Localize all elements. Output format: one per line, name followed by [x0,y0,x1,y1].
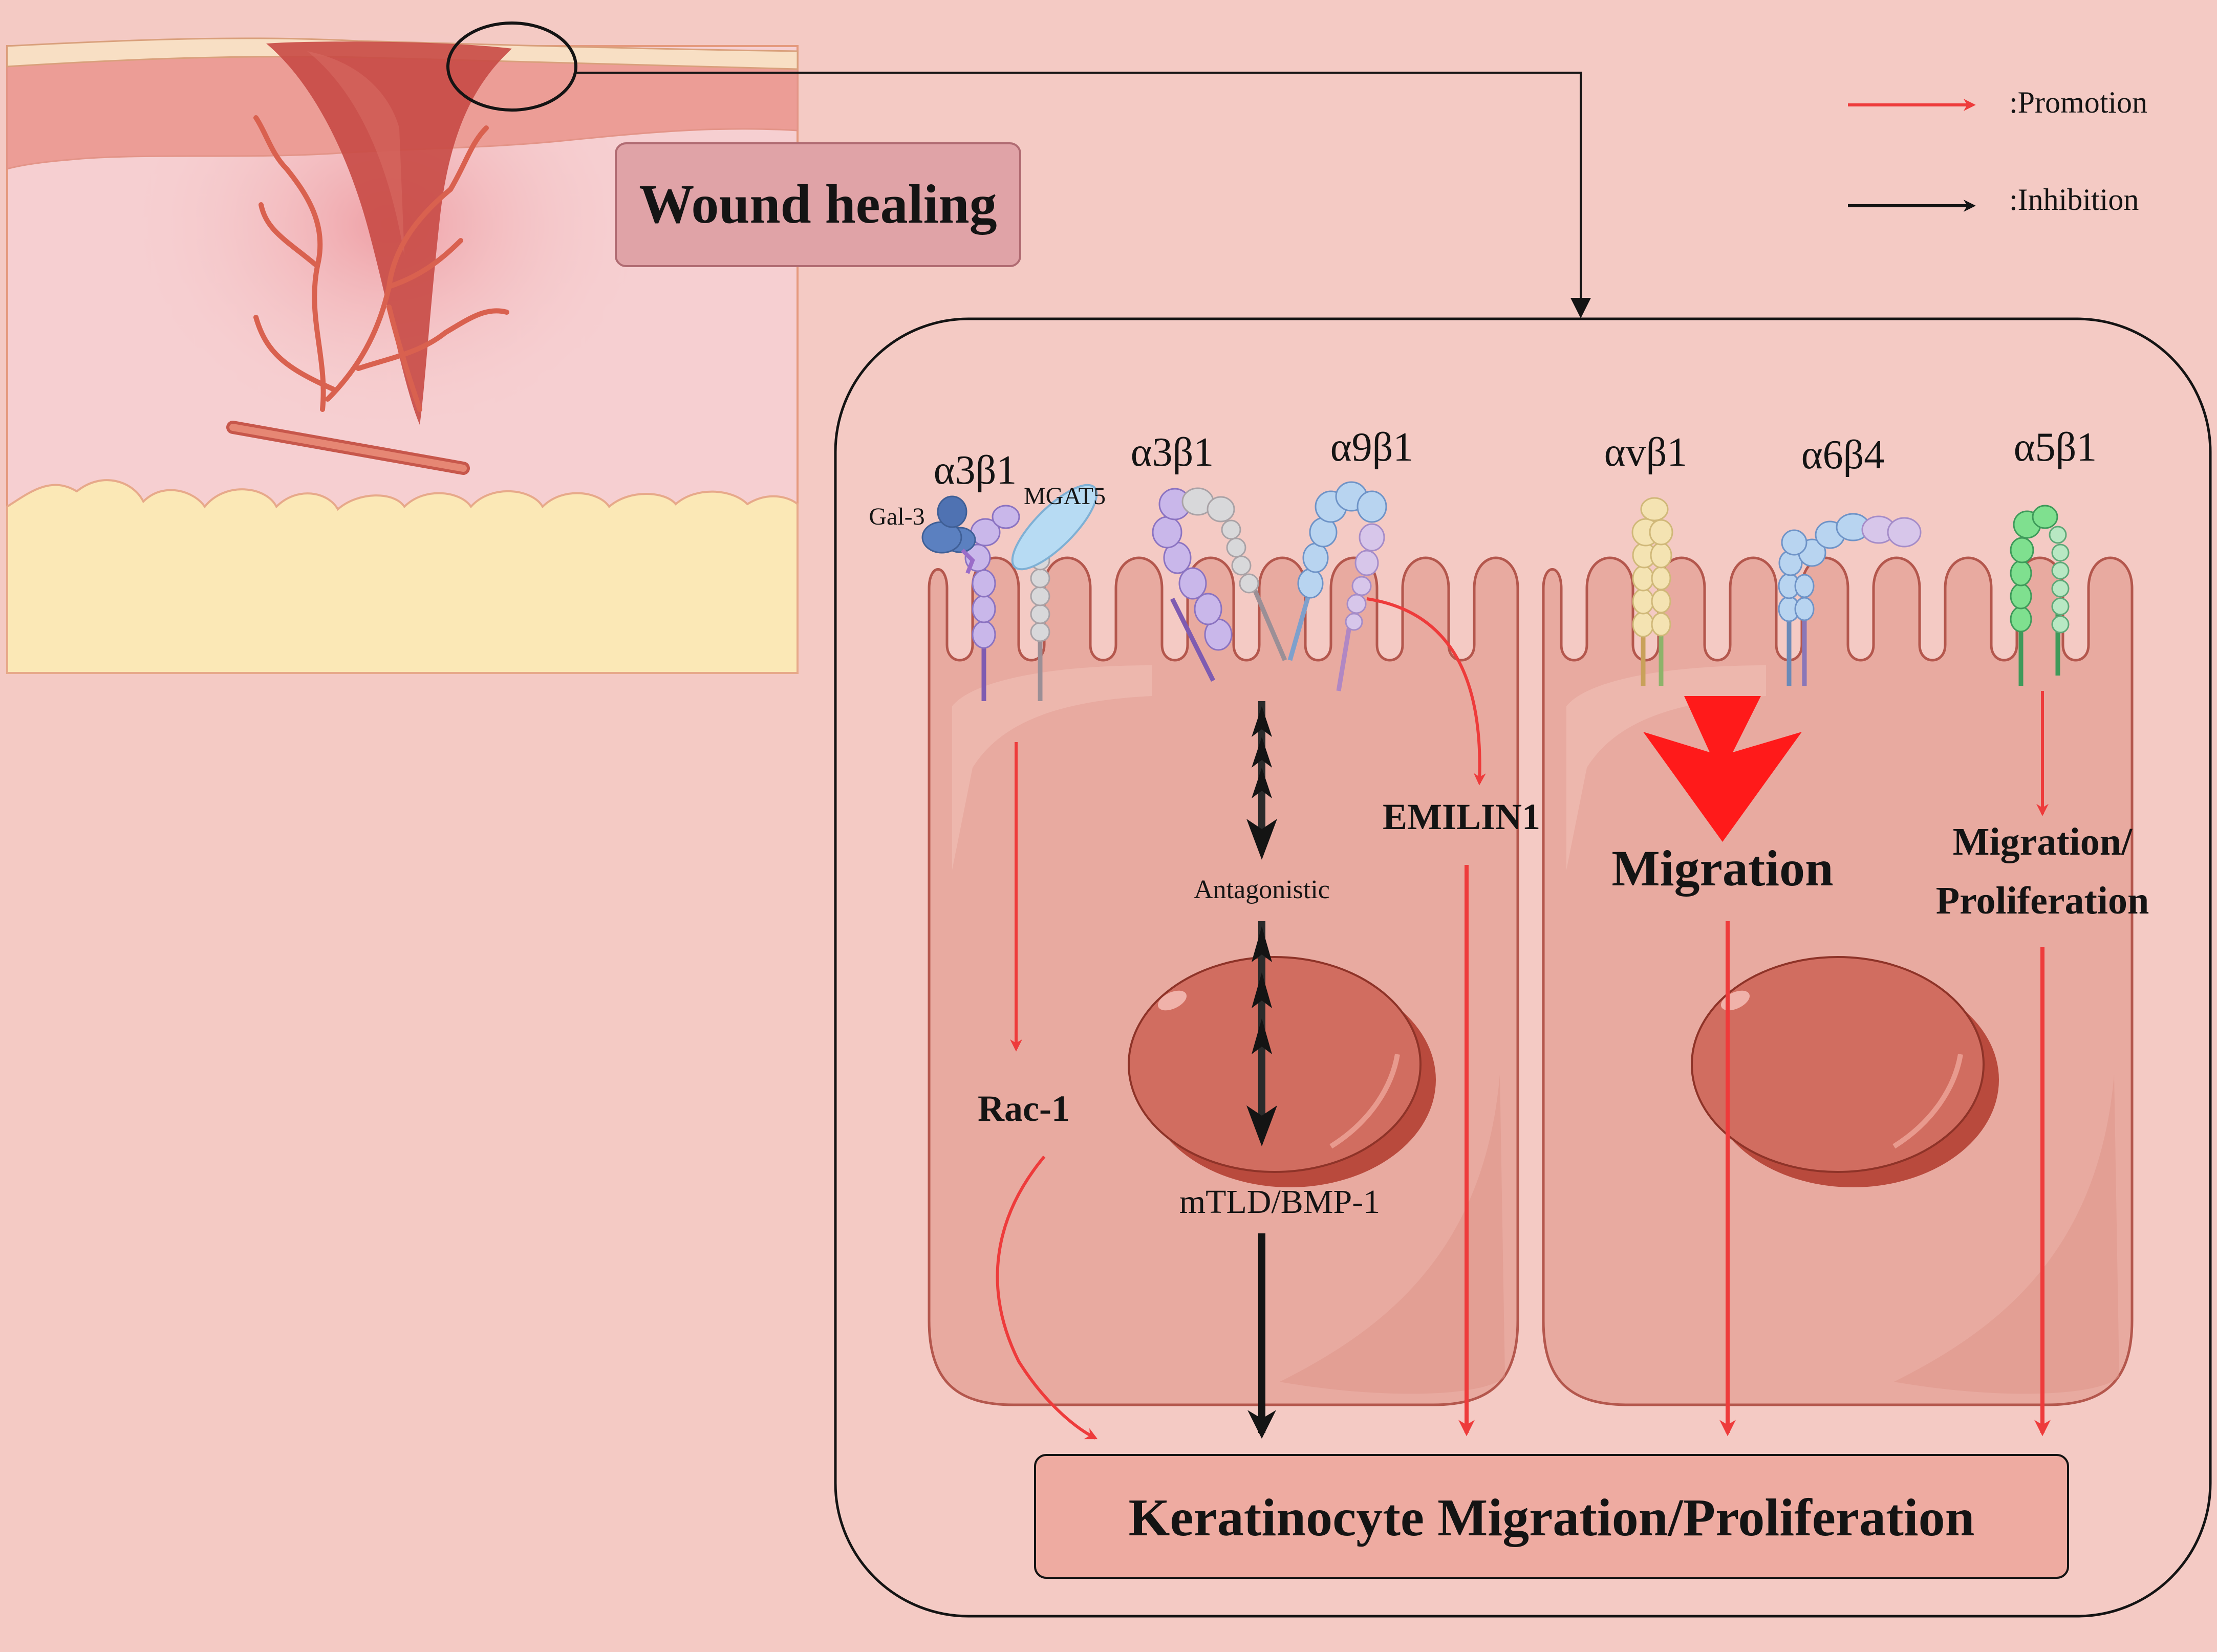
label-a9b1: α9β1 [1330,425,1414,470]
fat-layer [6,479,799,674]
integrin-a3b1-gal3-mgat5 [921,484,1098,701]
label-antagonistic: Antagonistic [1194,875,1330,904]
wound-edge [307,51,404,256]
antagonistic-arrow-upper [1246,701,1277,860]
nucleus-right [1691,956,1999,1187]
arrow-a9b1-to-emilin1 [1366,597,1486,786]
arrow-rac1-to-output [996,1156,1098,1440]
integrin-a6b4 [1778,513,1922,686]
skin-wound-panel [6,21,799,674]
integrin-a5b1 [2010,505,2070,686]
label-a5b1: α5β1 [2014,425,2097,470]
migration-big-arrow [1643,696,1802,842]
label-avb1: αvβ1 [1604,430,1688,475]
label-migration-prolif-line2: Proliferation [1936,879,2149,922]
label-emilin1: EMILIN1 [1383,796,1540,837]
integrin-avb1 [1631,497,1673,686]
wound-healing-title: Wound healing [639,174,997,235]
nucleus-left [1128,956,1436,1187]
label-migration: Migration [1611,840,1833,897]
integrin-a3b1 [1152,487,1287,682]
label-gal3: Gal-3 [869,503,924,530]
antagonistic-arrow-lower [1246,921,1277,1146]
legend-promotion-label: :Promotion [2009,85,2147,119]
wound-healing-box: Wound healing [615,142,1021,267]
zoom-ellipse [446,21,577,112]
label-a6b4: α6β4 [1801,432,1885,477]
legend: :Promotion :Inhibition [1848,85,2147,216]
integrin-a9b1 [1287,481,1387,691]
mgat5-enzyme [1011,484,1098,571]
label-mtld-bmp1: mTLD/BMP-1 [1179,1183,1380,1221]
output-label: Keratinocyte Migration/Proliferation [1129,1488,1975,1547]
label-mgat5: MGAT5 [1024,483,1106,510]
label-migration-prolif-line1: Migration/ [1953,820,2133,863]
output-box: Keratinocyte Migration/Proliferation [1034,1454,2069,1579]
legend-inhibition-label: :Inhibition [2009,183,2139,216]
wound-cavity [266,41,512,425]
label-rac1: Rac-1 [978,1088,1070,1129]
label-a3b1-mid: α3β1 [1131,430,1214,475]
blood-vessels [253,115,509,412]
zoom-connector [576,72,1591,318]
label-a3b1-left: α3β1 [934,448,1017,493]
